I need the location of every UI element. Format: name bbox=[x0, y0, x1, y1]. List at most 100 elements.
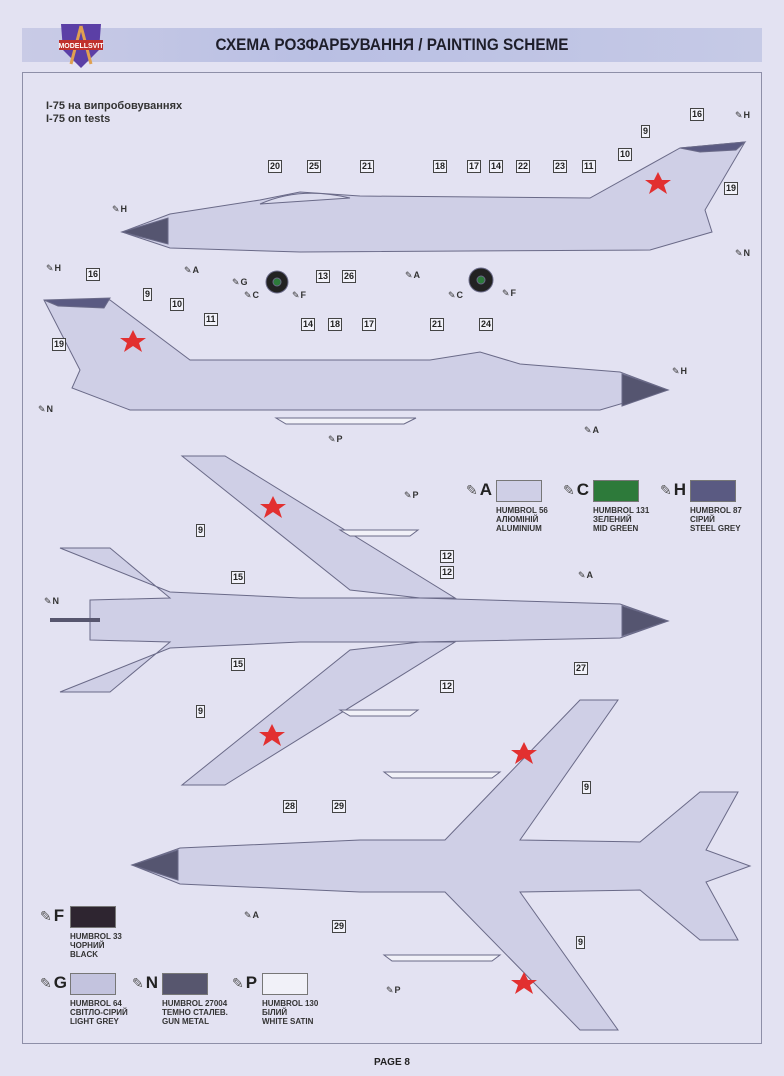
callout: 14 bbox=[301, 318, 316, 331]
callout: 24 bbox=[479, 318, 494, 331]
callout: 25 bbox=[307, 160, 322, 173]
callout: 22 bbox=[516, 160, 531, 173]
callout: 29 bbox=[332, 920, 347, 933]
page-header: СХЕМА РОЗФАРБУВАННЯ / PAINTING SCHEME bbox=[22, 28, 762, 62]
callout: 27 bbox=[574, 662, 589, 675]
callout: 18 bbox=[433, 160, 448, 173]
page-number: PAGE 8 bbox=[374, 1057, 410, 1068]
paint-name-ua: ЧОРНИЙ bbox=[70, 941, 105, 950]
paint-marker: P bbox=[328, 434, 343, 445]
color-box bbox=[70, 906, 116, 928]
paint-code: HUMBROL 130 bbox=[262, 999, 319, 1008]
paint-marker: A bbox=[184, 265, 200, 276]
paint-marker: A bbox=[578, 570, 594, 581]
callout: 14 bbox=[489, 160, 504, 173]
subtitle-ua: I-75 на випробовуваннях bbox=[46, 100, 183, 112]
paint-marker: C bbox=[244, 290, 260, 301]
paint-marker: N bbox=[38, 404, 54, 415]
callout: 10 bbox=[618, 148, 633, 161]
paint-code: HUMBROL 64 bbox=[70, 999, 122, 1008]
callout: 10 bbox=[170, 298, 185, 311]
paint-code: HUMBROL 131 bbox=[593, 506, 650, 515]
paint-name-ua: ЗЕЛЕНИЙ bbox=[593, 515, 632, 524]
content-frame bbox=[22, 72, 762, 1044]
callout: 21 bbox=[430, 318, 445, 331]
callout: 23 bbox=[553, 160, 568, 173]
callout: 9 bbox=[196, 524, 206, 537]
paint-marker: F bbox=[502, 288, 517, 299]
paint-name-ua: ТЕМНО СТАЛЕВ. bbox=[162, 1008, 228, 1017]
callout: 9 bbox=[143, 288, 153, 301]
paint-name-ua: СВІТЛО-СІРИЙ bbox=[70, 1008, 128, 1017]
paint-marker: N bbox=[44, 596, 60, 607]
paint-code: HUMBROL 87 bbox=[690, 506, 742, 515]
paint-marker: G bbox=[232, 277, 248, 288]
paint-name-en: GUN METAL bbox=[162, 1017, 209, 1026]
color-box bbox=[162, 973, 208, 995]
color-box bbox=[262, 973, 308, 995]
swatch-letter: A bbox=[466, 480, 492, 500]
callout: 17 bbox=[362, 318, 377, 331]
side-view-left bbox=[120, 141, 747, 294]
color-box bbox=[70, 973, 116, 995]
paint-name-en: ALUMINIUM bbox=[496, 524, 542, 533]
swatch-letter: C bbox=[563, 480, 589, 500]
paint-marker: A bbox=[405, 270, 421, 281]
paint-marker: P bbox=[404, 490, 419, 501]
color-box bbox=[593, 480, 639, 502]
paint-marker: H bbox=[112, 204, 128, 215]
top-view bbox=[50, 455, 670, 786]
swatch-letter: P bbox=[232, 973, 257, 993]
color-box bbox=[690, 480, 736, 502]
callout: 9 bbox=[196, 705, 206, 718]
paint-marker: A bbox=[244, 910, 260, 921]
paint-name-ua: АЛЮМІНІЙ bbox=[496, 515, 539, 524]
bottom-view bbox=[130, 699, 752, 1031]
callout: 28 bbox=[283, 800, 298, 813]
callout: 19 bbox=[52, 338, 67, 351]
callout: 15 bbox=[231, 658, 246, 671]
swatch-letter: N bbox=[132, 973, 158, 993]
modellsvit-logo: MODELLSVIT bbox=[58, 24, 104, 68]
paint-marker: N bbox=[735, 248, 751, 259]
swatch-letter: F bbox=[40, 906, 64, 926]
callout: 12 bbox=[440, 566, 455, 579]
color-box bbox=[496, 480, 542, 502]
callout: 11 bbox=[582, 160, 596, 173]
callout: 17 bbox=[467, 160, 482, 173]
paint-code: HUMBROL 56 bbox=[496, 506, 548, 515]
page-title: СХЕМА РОЗФАРБУВАННЯ / PAINTING SCHEME bbox=[215, 35, 569, 54]
paint-name-ua: СІРИЙ bbox=[690, 515, 715, 524]
paint-code: HUMBROL 33 bbox=[70, 932, 122, 941]
paint-marker: P bbox=[386, 985, 401, 996]
callout: 11 bbox=[204, 313, 218, 326]
paint-marker: C bbox=[448, 290, 464, 301]
swatch-letter: H bbox=[660, 480, 686, 500]
callout: 26 bbox=[342, 270, 357, 283]
side-view-right bbox=[43, 297, 670, 425]
paint-name-en: BLACK bbox=[70, 950, 98, 959]
svg-text:MODELLSVIT: MODELLSVIT bbox=[58, 43, 104, 50]
subtitle-en: I-75 on tests bbox=[46, 113, 111, 125]
paint-marker: H bbox=[46, 263, 62, 274]
callout: 29 bbox=[332, 800, 347, 813]
callout: 19 bbox=[724, 182, 739, 195]
callout: 13 bbox=[316, 270, 331, 283]
callout: 20 bbox=[268, 160, 283, 173]
callout: 12 bbox=[440, 550, 455, 563]
swatch-letter: G bbox=[40, 973, 67, 993]
callout: 9 bbox=[582, 781, 592, 794]
callout: 16 bbox=[86, 268, 101, 281]
callout: 18 bbox=[328, 318, 343, 331]
callout: 15 bbox=[231, 571, 246, 584]
paint-name-en: STEEL GREY bbox=[690, 524, 741, 533]
paint-marker: F bbox=[292, 290, 307, 301]
callout: 21 bbox=[360, 160, 375, 173]
